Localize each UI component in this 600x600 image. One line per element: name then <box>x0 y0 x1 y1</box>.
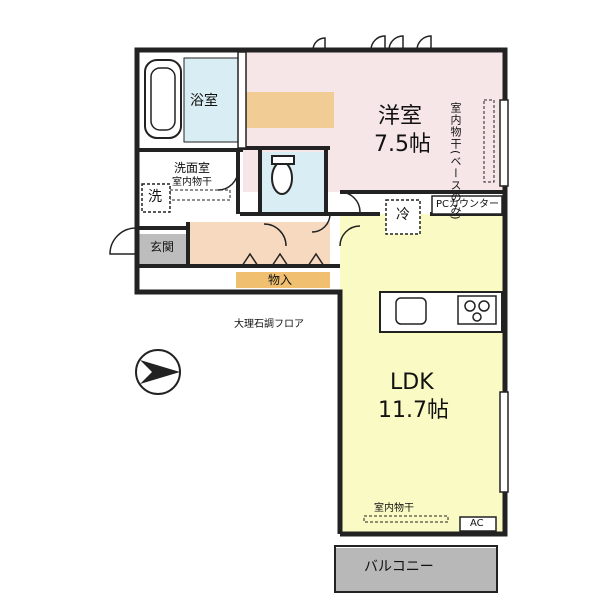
burner-icon <box>464 300 476 312</box>
balcony-area <box>335 548 497 592</box>
western-drying-label: 室内物干(ベースのみ) <box>449 102 462 221</box>
washroom-label: 洗面室 <box>174 161 211 175</box>
pc-counter-label: PCカウンター <box>436 199 500 210</box>
bath-floor <box>183 57 239 143</box>
washer-label: 洗 <box>148 189 162 205</box>
storage-label: 物入 <box>268 273 293 287</box>
hall-markers <box>241 252 325 267</box>
western-room-name: 洋室 <box>378 104 423 129</box>
ac-label: AC <box>470 518 484 529</box>
balcony-label: バルコニー <box>364 559 434 575</box>
balcony-border <box>334 545 498 593</box>
north-arrow-icon <box>135 349 181 395</box>
washroom-drying-rail <box>169 189 231 201</box>
washroom-closet-strip <box>238 92 334 128</box>
western-room-size: 7.5帖 <box>374 132 431 157</box>
ac-box <box>459 516 497 532</box>
pc-counter-box <box>431 195 503 215</box>
marble-floor-label: 大理石調フロア <box>234 319 304 330</box>
washer-icon <box>141 183 171 213</box>
bathtub-icon <box>144 59 182 139</box>
stove-box <box>457 295 497 325</box>
entrance-area <box>136 234 188 264</box>
storage-strip <box>236 272 330 288</box>
windows <box>237 51 509 493</box>
ldk-size: 11.7帖 <box>378 398 449 423</box>
toilet-icon <box>271 161 293 195</box>
ldk-drying-rail <box>363 515 449 523</box>
entrance-label: 玄関 <box>150 240 175 254</box>
bath-label: 浴室 <box>190 93 218 109</box>
ldk-drying-label: 室内物干 <box>374 503 414 514</box>
doors <box>109 35 432 255</box>
walls <box>134 47 508 537</box>
ldk-name: LDK <box>390 370 434 395</box>
fridge-box <box>385 199 421 235</box>
washroom-drying-label: 室内物干 <box>172 177 212 188</box>
western-drying-rail <box>483 99 495 183</box>
ldk-area <box>340 214 505 534</box>
hall-area <box>190 222 330 266</box>
fridge-label: 冷 <box>396 207 410 223</box>
sink-icon <box>395 297 427 325</box>
